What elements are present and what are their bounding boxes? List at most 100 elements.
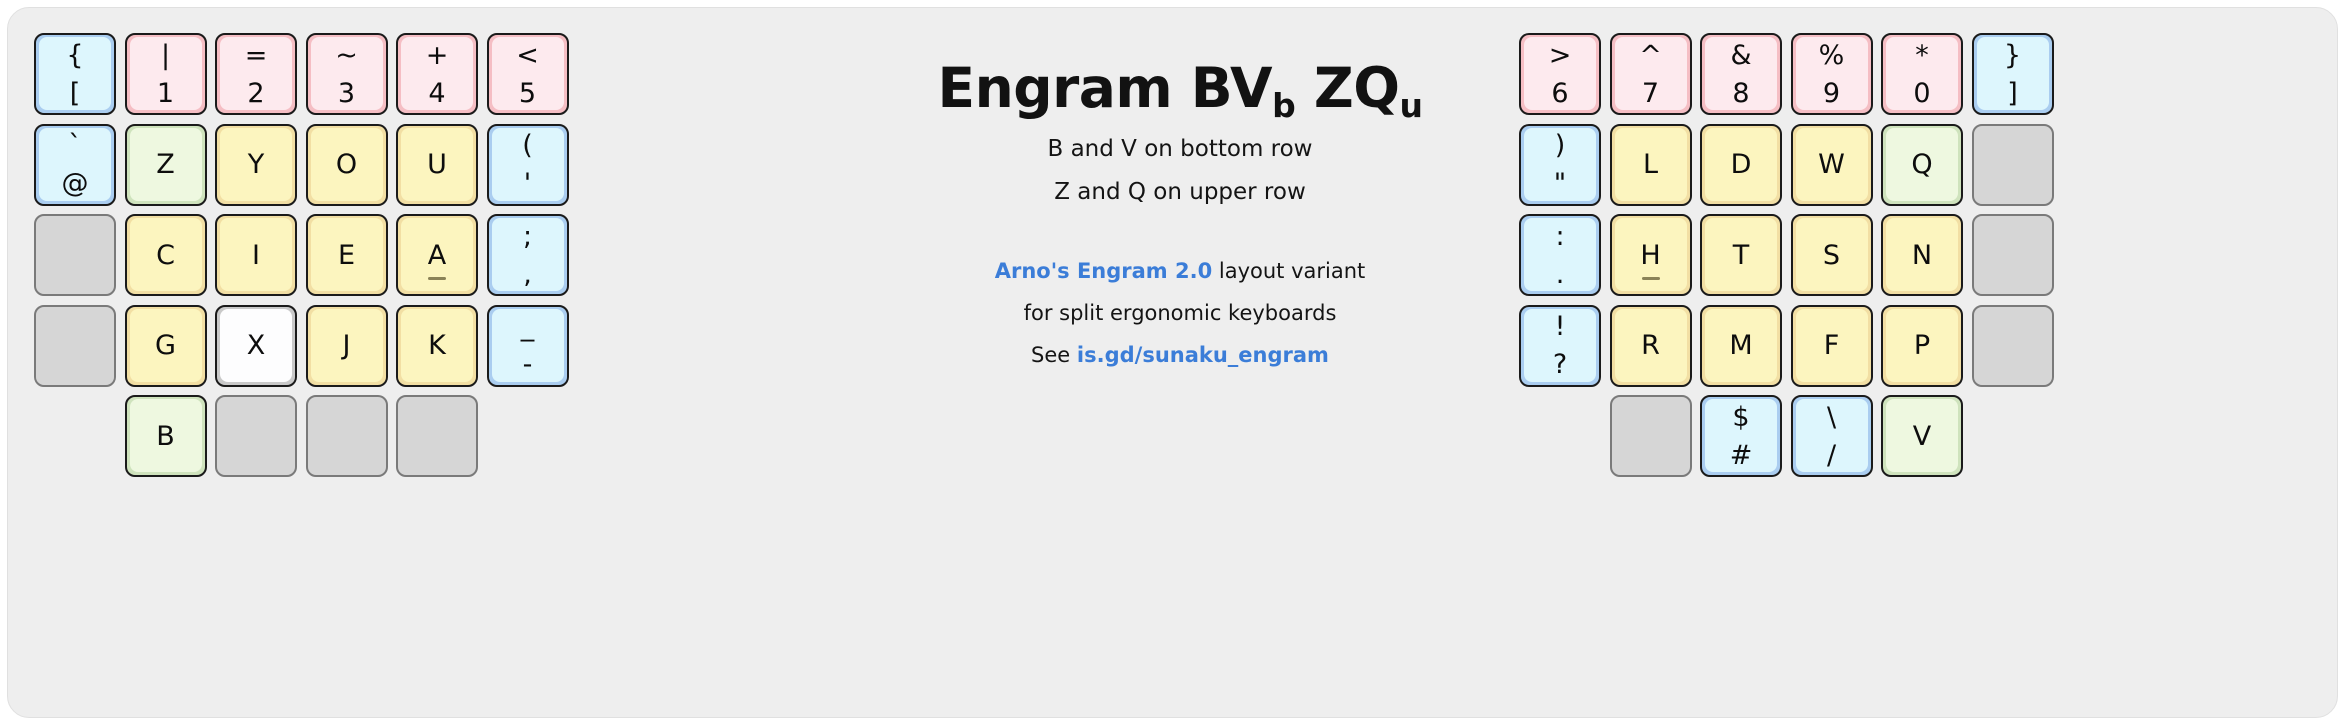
- key-a[interactable]: A: [396, 214, 478, 296]
- key-brace-bracket[interactable]: {[: [34, 33, 116, 115]
- key-k[interactable]: K: [396, 304, 478, 387]
- key-dollar-hash[interactable]: $#: [1700, 395, 1782, 477]
- key-paren-apostrophe[interactable]: (': [486, 123, 569, 206]
- key-label: D: [1730, 149, 1752, 180]
- key-z[interactable]: Z: [124, 123, 207, 206]
- key-semicolon-comma[interactable]: ;,: [486, 214, 569, 296]
- key-face: [310, 399, 383, 472]
- title-mid: ZQ: [1295, 56, 1400, 120]
- key-face: [220, 127, 292, 201]
- key-g[interactable]: G: [124, 304, 207, 387]
- key-backslash-slash[interactable]: \/: [1790, 395, 1873, 477]
- key-w[interactable]: W: [1790, 123, 1873, 206]
- credit-line-3: See is.gd/sunaku_engram: [880, 342, 1480, 367]
- key-label: H: [1640, 239, 1661, 271]
- key-percent-9[interactable]: %9: [1790, 33, 1873, 115]
- key-equal-2[interactable]: =2: [215, 33, 297, 115]
- key-face: [1886, 218, 1958, 291]
- key-face: [129, 399, 202, 472]
- key-base-glyph: 2: [247, 77, 265, 109]
- key-shift-glyph: (: [522, 130, 533, 161]
- key-base-glyph: ,: [523, 258, 532, 290]
- key-v[interactable]: V: [1881, 395, 1963, 477]
- key-shift-glyph: :: [1555, 220, 1565, 252]
- key-e[interactable]: E: [305, 214, 388, 296]
- key-glyphs: M: [1702, 307, 1780, 385]
- key-face: [1976, 37, 2049, 110]
- key-blank: [1971, 304, 2054, 387]
- key-underscore-hyphen[interactable]: _-: [486, 304, 569, 387]
- key-backtick-at[interactable]: `@: [34, 123, 116, 206]
- key-pipe-1[interactable]: |1: [124, 33, 207, 115]
- key-face: [1795, 218, 1868, 291]
- key-asterisk-0[interactable]: *0: [1881, 33, 1963, 115]
- key-glyphs: B: [127, 397, 205, 475]
- key-face: [1795, 127, 1868, 201]
- key-glyphs: >6: [1521, 35, 1599, 113]
- key-greater-6[interactable]: >6: [1519, 33, 1601, 115]
- key-face: [1795, 37, 1868, 110]
- key-shift-glyph: %: [1818, 39, 1845, 71]
- key-blank: [1971, 214, 2054, 296]
- key-shift-glyph: `: [68, 130, 82, 161]
- key-o[interactable]: O: [305, 123, 388, 206]
- key-r[interactable]: R: [1609, 304, 1692, 387]
- key-glyphs: A: [398, 216, 476, 294]
- key-q[interactable]: Q: [1881, 123, 1963, 206]
- key-glyphs: _-: [489, 307, 567, 385]
- key-paren-quote[interactable]: )": [1519, 123, 1601, 206]
- key-blank: [1609, 395, 1692, 477]
- arno-engram-link[interactable]: Arno's Engram 2.0: [994, 258, 1213, 283]
- key-less-5[interactable]: <5: [486, 33, 569, 115]
- key-label: W: [1818, 149, 1845, 180]
- key-f[interactable]: F: [1790, 304, 1873, 387]
- key-face: [1886, 399, 1958, 472]
- key-label: F: [1823, 330, 1840, 361]
- key-p[interactable]: P: [1881, 304, 1963, 387]
- key-x[interactable]: X: [215, 304, 297, 387]
- key-label: Z: [156, 149, 175, 180]
- key-base-glyph: 1: [156, 77, 175, 109]
- key-base-glyph: -: [522, 349, 533, 380]
- key-j[interactable]: J: [305, 304, 388, 387]
- key-plus-4[interactable]: +4: [396, 33, 478, 115]
- key-base-glyph: 3: [337, 77, 356, 109]
- key-label: K: [428, 330, 446, 361]
- key-m[interactable]: M: [1700, 304, 1782, 387]
- key-l[interactable]: L: [1609, 123, 1692, 206]
- key-exclaim-question[interactable]: !?: [1519, 304, 1601, 387]
- key-c[interactable]: C: [124, 214, 207, 296]
- key-face: [310, 218, 383, 291]
- see-label: See: [1031, 342, 1077, 367]
- key-base-glyph: 6: [1551, 77, 1569, 109]
- key-y[interactable]: Y: [215, 123, 297, 206]
- key-face: [1524, 218, 1596, 291]
- key-ampersand-8[interactable]: &8: [1700, 33, 1782, 115]
- center-info-block: Engram BVb ZQu B and V on bottom row Z a…: [880, 59, 1480, 367]
- key-n[interactable]: N: [1881, 214, 1963, 296]
- key-face: [310, 127, 383, 201]
- homing-bar-indicator: [1641, 277, 1660, 280]
- key-s[interactable]: S: [1790, 214, 1873, 296]
- key-base-glyph: ]: [2007, 77, 2018, 109]
- key-face: [39, 37, 111, 110]
- key-glyphs: Q: [1883, 126, 1961, 204]
- key-u[interactable]: U: [396, 123, 478, 206]
- key-face: [401, 308, 473, 382]
- engram-url-link[interactable]: is.gd/sunaku_engram: [1076, 342, 1329, 367]
- key-face: [1705, 127, 1777, 201]
- key-h[interactable]: H: [1609, 214, 1692, 296]
- key-tilde-3[interactable]: ~3: [305, 33, 388, 115]
- key-d[interactable]: D: [1700, 123, 1782, 206]
- key-face: [491, 218, 564, 291]
- key-b[interactable]: B: [124, 395, 207, 477]
- key-t[interactable]: T: [1700, 214, 1782, 296]
- key-brace-bracket-close[interactable]: }]: [1971, 33, 2054, 115]
- key-glyphs: $#: [1702, 397, 1780, 475]
- key-label: R: [1641, 330, 1660, 361]
- key-colon-period[interactable]: :.: [1519, 214, 1601, 296]
- key-caret-7[interactable]: ^7: [1609, 33, 1692, 115]
- key-glyphs: ;,: [489, 216, 567, 294]
- key-i[interactable]: I: [215, 214, 297, 296]
